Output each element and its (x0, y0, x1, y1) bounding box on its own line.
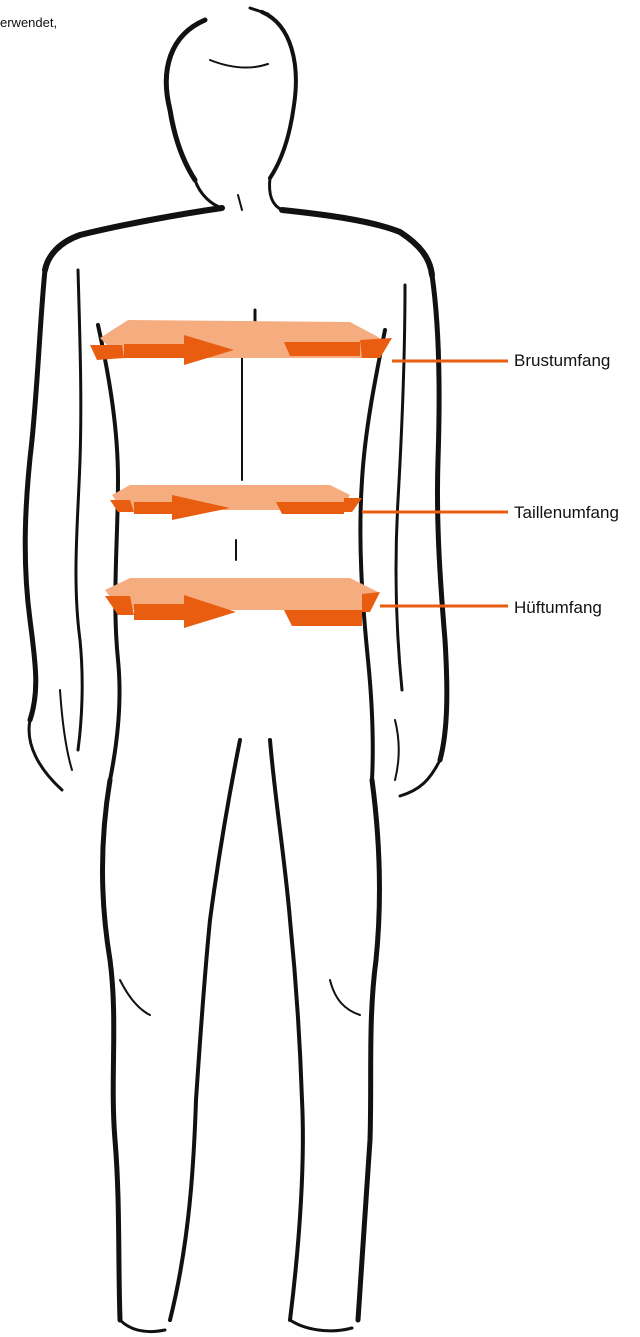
body-outline (25, 8, 447, 1332)
label-waist-circumference: Taillenumfang (514, 504, 619, 521)
hip-band (105, 578, 380, 628)
waist-band (110, 485, 362, 520)
label-chest-circumference: Brustumfang (514, 352, 610, 369)
label-hip-circumference: Hüftumfang (514, 599, 602, 616)
